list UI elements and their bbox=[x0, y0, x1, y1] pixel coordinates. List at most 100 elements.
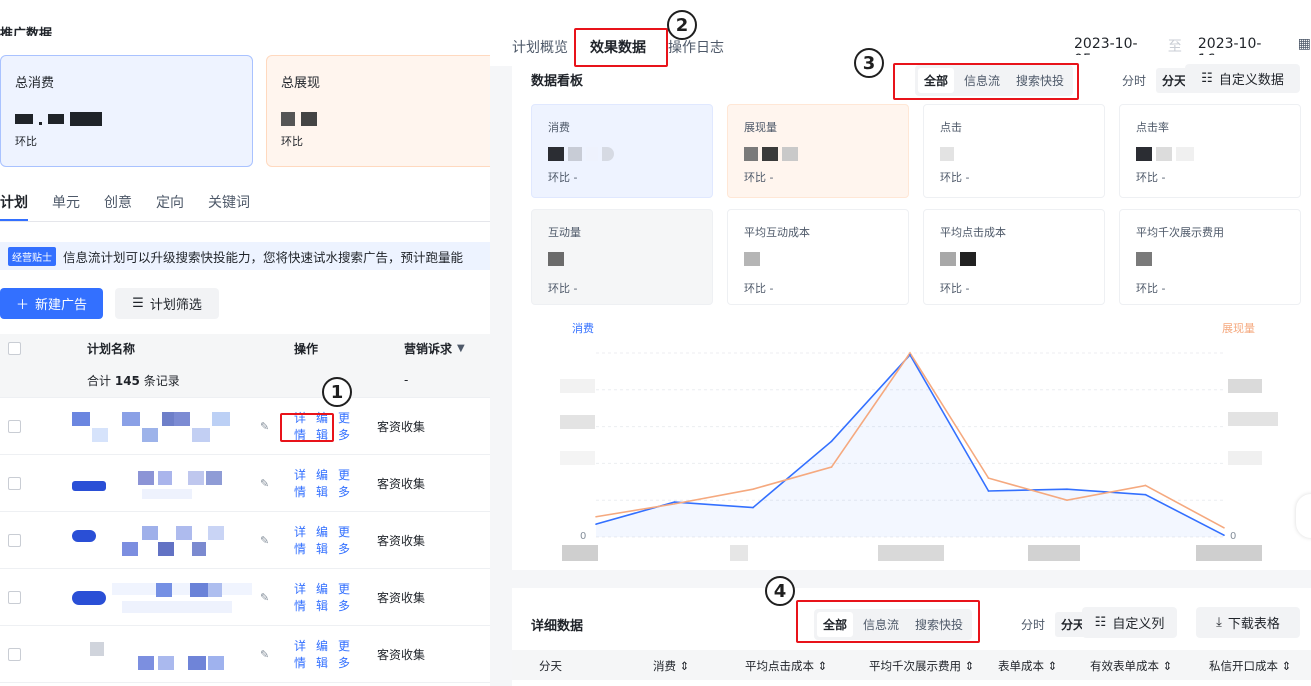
more-link[interactable]: 更多 bbox=[338, 468, 351, 499]
total-impressions-card[interactable]: 总展现 环比 bbox=[266, 55, 500, 167]
detail-link[interactable]: 详情 bbox=[294, 468, 307, 499]
detail-link[interactable]: 详情 bbox=[294, 582, 307, 613]
spend-area-fill bbox=[596, 354, 1224, 537]
more-link[interactable]: 更多 bbox=[338, 639, 351, 670]
seg-search-boost[interactable]: 搜索快投 bbox=[1016, 74, 1065, 88]
seg-feed[interactable]: 信息流 bbox=[964, 74, 1001, 88]
data-point-impressions[interactable] bbox=[987, 477, 990, 479]
data-point-impressions[interactable] bbox=[673, 503, 676, 505]
tab-keyword[interactable]: 关键词 bbox=[208, 195, 250, 211]
data-point-spend[interactable] bbox=[1223, 534, 1225, 536]
data-point-spend[interactable] bbox=[987, 490, 990, 492]
marketing-goal: 客资收集 bbox=[377, 419, 426, 434]
metric-card-interactions[interactable]: 互动量 环比 - bbox=[531, 209, 713, 305]
tab-targeting[interactable]: 定向 bbox=[156, 195, 184, 211]
metric-card-ctr[interactable]: 点击率 环比 - bbox=[1119, 104, 1301, 198]
custom-data-button[interactable]: ☷ 自定义数据 bbox=[1185, 64, 1300, 93]
tip-banner: 经营贴士 信息流计划可以升级搜索快投能力，您将快速试水搜索广告，预计跑量能 bbox=[0, 242, 490, 270]
tab-plan[interactable]: 计划 bbox=[0, 188, 28, 221]
edit-name-pencil-icon[interactable]: ✎ bbox=[260, 590, 270, 604]
masked-plan-name[interactable]: ✎ bbox=[28, 455, 269, 512]
seg-hourly[interactable]: 分时 bbox=[1021, 618, 1046, 632]
col-marketing-goal[interactable]: 营销诉求 ▼ bbox=[404, 342, 465, 356]
data-point-spend[interactable] bbox=[673, 501, 676, 503]
edit-name-pencil-icon[interactable]: ✎ bbox=[260, 419, 270, 433]
masked-plan-name[interactable]: ✎ bbox=[28, 569, 269, 626]
detail-channel-segment: 全部 信息流 搜索快投 bbox=[814, 609, 973, 640]
detail-link[interactable]: 详情 bbox=[294, 639, 307, 670]
chart-gridlines bbox=[596, 352, 1224, 538]
edit-link[interactable]: 编辑 bbox=[316, 639, 329, 670]
data-point-spend[interactable] bbox=[752, 506, 754, 509]
tab-creative[interactable]: 创意 bbox=[104, 195, 132, 211]
data-point-spend[interactable] bbox=[595, 523, 597, 525]
data-point-impressions[interactable] bbox=[1066, 499, 1068, 501]
col-valid-form-cost[interactable]: 有效表单成本 ⇕ bbox=[1090, 659, 1173, 673]
metric-card-impressions[interactable]: 展现量 环比 - bbox=[727, 104, 909, 198]
tab-performance-data[interactable]: 效果数据 bbox=[590, 40, 646, 56]
seg-hourly[interactable]: 分时 bbox=[1122, 74, 1147, 88]
total-spend-card[interactable]: 总消费 环比 bbox=[0, 55, 253, 167]
data-point-impressions[interactable] bbox=[909, 352, 911, 354]
download-table-button[interactable]: ⤓ 下载表格 bbox=[1196, 607, 1300, 638]
row-checkbox[interactable] bbox=[8, 647, 21, 661]
data-point-impressions[interactable] bbox=[830, 466, 833, 468]
masked-plan-name[interactable]: ✎ bbox=[28, 626, 269, 683]
edit-link[interactable]: 编辑 bbox=[316, 468, 329, 499]
col-avg-cpm[interactable]: 平均千次展示费用 ⇕ bbox=[869, 659, 975, 673]
data-point-impressions[interactable] bbox=[752, 488, 754, 490]
seg-search-boost[interactable]: 搜索快投 bbox=[915, 618, 964, 632]
col-spend[interactable]: 消费 ⇕ bbox=[653, 659, 690, 673]
edit-name-pencil-icon[interactable]: ✎ bbox=[260, 476, 270, 490]
summary-row: 合计 145 条记录 - bbox=[0, 363, 490, 398]
row-actions: 详情 编辑 更多 bbox=[235, 637, 351, 671]
row-checkbox[interactable] bbox=[8, 419, 21, 433]
masked-plan-name[interactable]: ✎ bbox=[28, 398, 269, 455]
data-point-spend[interactable] bbox=[1144, 493, 1147, 496]
new-ad-button[interactable]: ＋ 新建广告 bbox=[0, 288, 103, 319]
data-point-spend[interactable] bbox=[1066, 488, 1068, 490]
row-checkbox[interactable] bbox=[8, 533, 21, 547]
data-point-spend[interactable] bbox=[830, 440, 833, 443]
seg-all[interactable]: 全部 bbox=[918, 68, 955, 93]
select-all-checkbox[interactable] bbox=[8, 342, 21, 355]
metric-card-spend[interactable]: 消费 环比 - bbox=[531, 104, 713, 198]
tab-unit[interactable]: 单元 bbox=[52, 195, 80, 211]
data-point-spend[interactable] bbox=[909, 354, 911, 356]
row-checkbox[interactable] bbox=[8, 590, 21, 604]
detail-link[interactable]: 详情 bbox=[294, 525, 307, 556]
metric-card-clicks[interactable]: 点击 环比 - bbox=[923, 104, 1105, 198]
col-avg-click-cost[interactable]: 平均点击成本 ⇕ bbox=[745, 659, 828, 673]
col-day[interactable]: 分天 bbox=[539, 659, 562, 673]
metric-card-avg-click-cost[interactable]: 平均点击成本 环比 - bbox=[923, 209, 1105, 305]
col-dm-open-cost[interactable]: 私信开口成本 ⇕ bbox=[1209, 659, 1292, 673]
tab-plan-overview[interactable]: 计划概览 bbox=[512, 40, 568, 56]
more-link[interactable]: 更多 bbox=[338, 411, 351, 442]
edit-name-pencil-icon[interactable]: ✎ bbox=[260, 647, 270, 661]
data-point-impressions[interactable] bbox=[595, 515, 597, 518]
channel-segment: 全部 信息流 搜索快投 bbox=[915, 65, 1074, 96]
drawer-collapse-handle[interactable] bbox=[1296, 494, 1311, 538]
col-form-cost[interactable]: 表单成本 ⇕ bbox=[998, 659, 1058, 673]
sort-icon: ⇕ bbox=[679, 659, 690, 673]
metric-card-avg-interaction-cost[interactable]: 平均互动成本 环比 - bbox=[727, 209, 909, 305]
edit-name-pencil-icon[interactable]: ✎ bbox=[260, 533, 270, 547]
drawer-tabs: 计划概览 效果数据 操作日志 bbox=[512, 37, 724, 57]
data-point-impressions[interactable] bbox=[1144, 484, 1147, 487]
table-row: ✎ 详情 编辑 更多 客资收集 bbox=[0, 398, 490, 455]
row-checkbox[interactable] bbox=[8, 476, 21, 490]
custom-columns-button[interactable]: ☷ 自定义列 bbox=[1082, 607, 1177, 638]
seg-all[interactable]: 全部 bbox=[817, 612, 854, 637]
edit-link[interactable]: 编辑 bbox=[316, 525, 329, 556]
masked-plan-name[interactable]: ✎ bbox=[28, 512, 269, 569]
plan-filter-button[interactable]: ☰ 计划筛选 bbox=[115, 288, 219, 319]
calendar-icon[interactable]: ▦ bbox=[1297, 36, 1311, 52]
metric-card-avg-cpm[interactable]: 平均千次展示费用 环比 - bbox=[1119, 209, 1301, 305]
more-link[interactable]: 更多 bbox=[338, 582, 351, 613]
seg-feed[interactable]: 信息流 bbox=[863, 618, 900, 632]
filter-funnel-icon[interactable]: ▼ bbox=[457, 343, 465, 354]
more-link[interactable]: 更多 bbox=[338, 525, 351, 556]
edit-link[interactable]: 编辑 bbox=[316, 582, 329, 613]
data-point-impressions[interactable] bbox=[1223, 527, 1225, 529]
tab-operation-log[interactable]: 操作日志 bbox=[668, 40, 724, 56]
